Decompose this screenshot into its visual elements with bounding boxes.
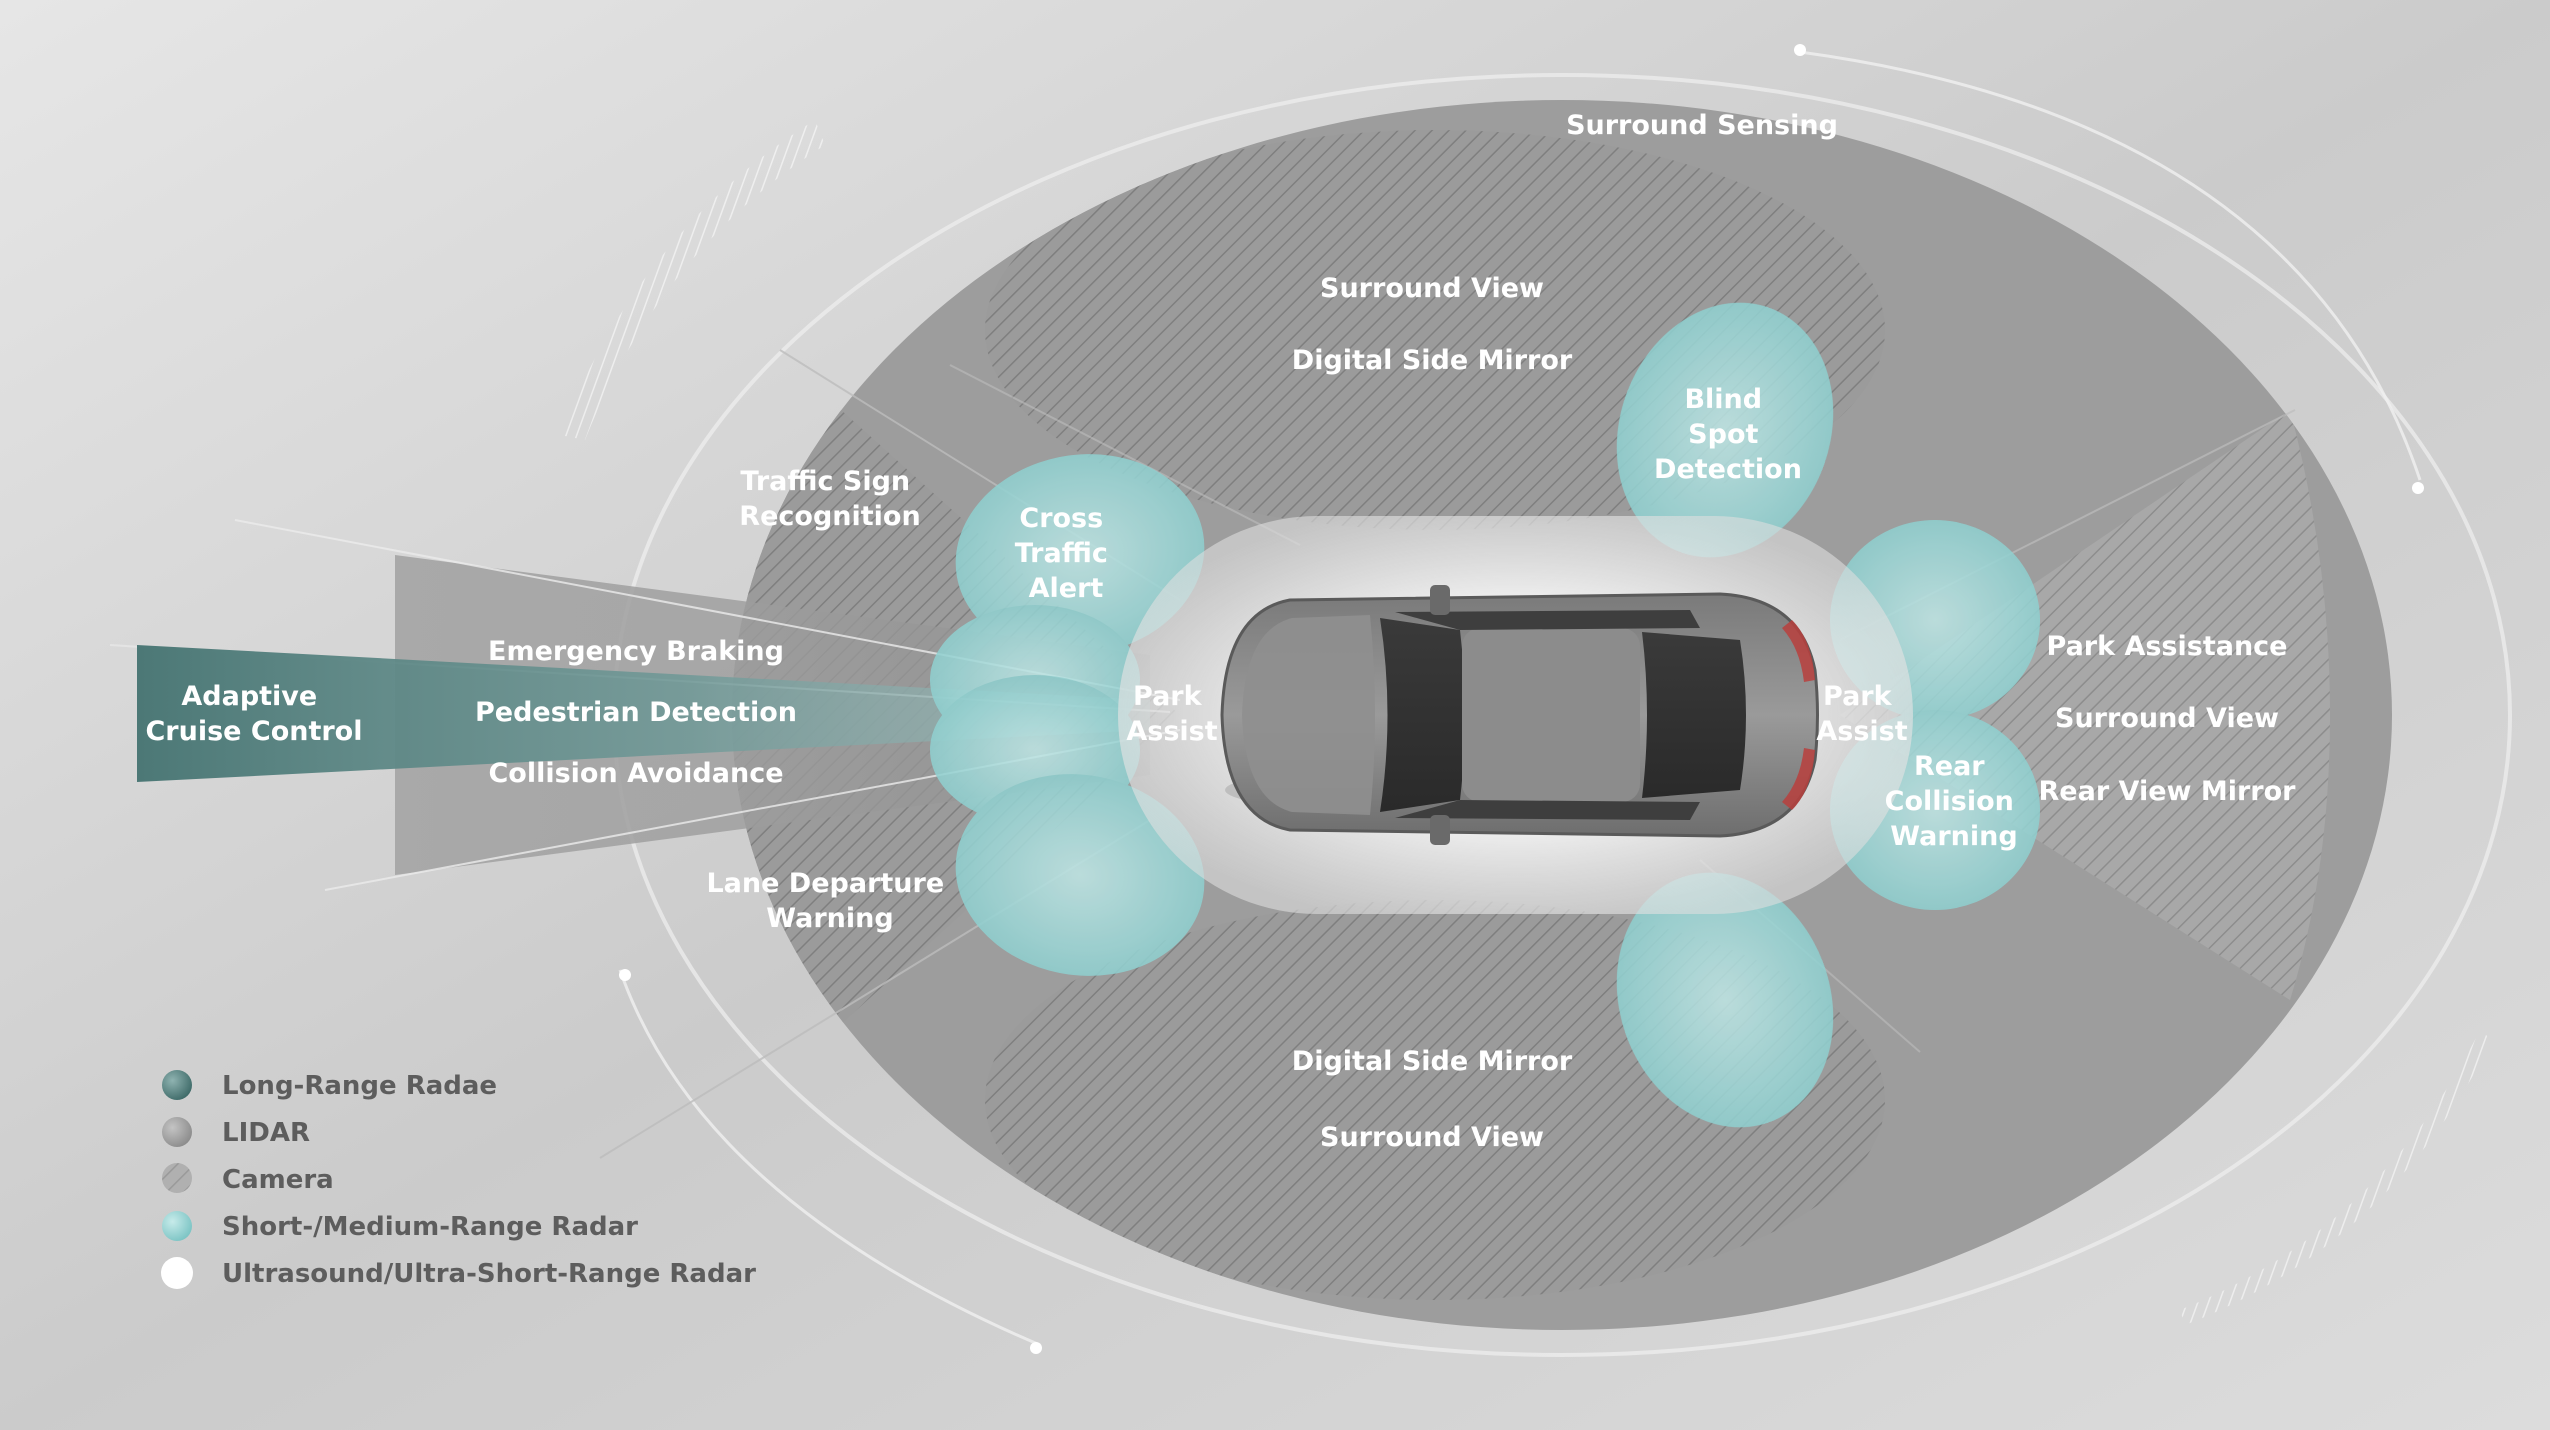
windshield	[1380, 618, 1465, 812]
legend-item-short-medium-radar: Short-/Medium-Range Radar	[162, 1211, 638, 1242]
radar-lobe-blind-spot-bottom	[1616, 872, 1834, 1128]
label-traffic-sign-recognition: Traffic Sign Recognition	[739, 466, 920, 532]
label-park-assist-front: Park Assist	[1126, 681, 1217, 747]
label-blind-spot-detection: Blind Spot Detection	[1654, 384, 1802, 485]
roof	[1462, 628, 1640, 802]
tail-light-bottom	[1782, 748, 1815, 810]
radar-lobe-front-upper	[955, 454, 1205, 656]
legend-label: Long-Range Radae	[222, 1071, 497, 1101]
camera-rear-sector	[1840, 410, 2330, 1000]
legend-label: LIDAR	[222, 1118, 310, 1148]
decorative-hatch-arc	[560, 120, 2492, 1325]
radar-lobe-blind-spot-top	[1616, 302, 1834, 558]
label-park-assist-rear: Park Assist	[1816, 681, 1907, 747]
tail-light-top	[1782, 620, 1815, 682]
legend-label: Camera	[222, 1165, 334, 1195]
radar-lobe-front-lower	[955, 774, 1205, 976]
legend-item-camera: Camera	[162, 1163, 334, 1195]
legend-item-long-range-radar: Long-Range Radae	[162, 1070, 497, 1101]
legend-item-lidar: LIDAR	[162, 1117, 310, 1148]
label-digital-side-mirror-top: Digital Side Mirror	[1292, 345, 1573, 376]
legend-label: Short-/Medium-Range Radar	[222, 1212, 638, 1242]
label-rear-collision-warning: Rear Collision Warning	[1885, 751, 2024, 852]
car-hood	[1242, 615, 1375, 815]
label-digital-side-mirror-bottom: Digital Side Mirror	[1292, 1046, 1573, 1077]
side-mirror-bottom	[1430, 815, 1450, 845]
camera-ray	[949, 364, 1301, 546]
short-medium-radar-swatch	[162, 1211, 192, 1241]
legend-item-ultrasound: Ultrasound/Ultra-Short-Range Radar	[161, 1257, 756, 1289]
label-collision-avoidance: Collision Avoidance	[488, 758, 783, 789]
orbit-dot	[2412, 482, 2424, 494]
side-window-bottom	[1395, 800, 1700, 820]
label-surround-sensing: Surround Sensing	[1566, 110, 1838, 141]
orbit-dot	[1030, 1342, 1042, 1354]
long-range-radar-beam	[137, 645, 1150, 782]
legend-label: Ultrasound/Ultra-Short-Range Radar	[222, 1259, 756, 1289]
lidar-swatch	[162, 1117, 192, 1147]
label-park-assistance: Park Assistance	[2047, 631, 2288, 662]
side-window-top	[1395, 610, 1700, 630]
orbit-dot	[1794, 44, 1806, 56]
label-surround-view-bottom: Surround View	[1320, 1122, 1544, 1153]
zone-labels: Surround Sensing Surround View Digital S…	[145, 110, 2296, 1153]
camera-hatch-swatch	[162, 1163, 192, 1193]
label-emergency-braking: Emergency Braking	[488, 636, 784, 667]
label-pedestrian-detection: Pedestrian Detection	[475, 697, 797, 728]
orbit-dot	[619, 969, 631, 981]
long-range-radar-swatch	[162, 1070, 192, 1100]
side-mirror-top	[1430, 585, 1450, 615]
label-lane-departure-warning: Lane Departure Warning	[706, 868, 953, 934]
ultrasound-swatch	[161, 1257, 193, 1289]
label-cross-traffic-alert: Cross Traffic Alert	[1015, 503, 1118, 604]
rear-window	[1642, 632, 1746, 798]
legend: Long-Range Radae LIDAR Camera Short-/Med…	[161, 1070, 756, 1289]
label-surround-view-top: Surround View	[1320, 273, 1544, 304]
short-medium-radar-coverage	[930, 302, 2040, 1128]
label-surround-view-rear: Surround View	[2055, 703, 2279, 734]
label-rear-view-mirror: Rear View Mirror	[2039, 776, 2297, 807]
car-top-view	[1220, 585, 1819, 845]
label-adaptive-cruise-control: Adaptive Cruise Control	[145, 681, 362, 747]
